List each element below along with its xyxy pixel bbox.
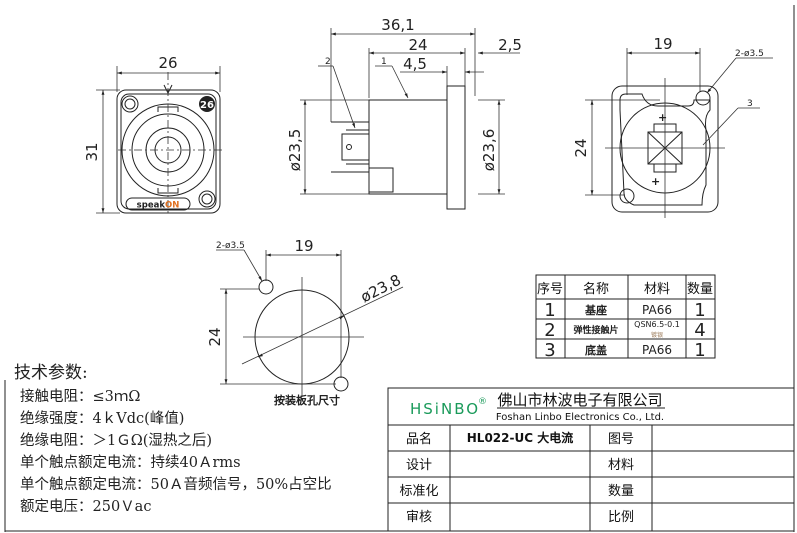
svg-text:材料: 材料 — [608, 458, 634, 473]
svg-text:PA66: PA66 — [642, 303, 672, 317]
cutout-caption: 按装板孔尺寸 — [274, 393, 340, 407]
cutout-hole-note: 2-ø3.5 — [216, 241, 245, 251]
svg-text:4: 4 — [694, 320, 705, 341]
badge-icon — [199, 96, 215, 112]
parts-row: 1 基座 PA66 1 — [544, 300, 705, 321]
svg-text:标准化: 标准化 — [399, 484, 438, 499]
svg-text:3: 3 — [544, 340, 555, 361]
tech-param-item: 单个触点额定电流：持续40Ａrms — [20, 455, 241, 471]
title-row: 标准化 数量 — [399, 484, 634, 499]
back-hole-note: 2-ø3.5 — [735, 49, 764, 59]
title-row: 品名 HL022-UC 大电流 图号 — [406, 430, 634, 447]
svg-text:序号: 序号 — [537, 282, 563, 297]
brand-text: speakON — [137, 201, 180, 211]
callout-1: 1 — [381, 57, 387, 67]
diameter-right-dim: ø23,6 — [480, 129, 498, 172]
tech-params: 技术参数: 接触电阻：≤3ｍΩ 绝缘强度：4ｋVdc(峰值) 绝缘电阻：＞1ＧΩ… — [14, 358, 332, 518]
tech-param-item: 绝缘强度：4ｋVdc(峰值) — [20, 411, 185, 427]
company-logo: HSiNBO — [410, 400, 480, 418]
callout-2: 2 — [325, 57, 331, 67]
back-spacing-y: 24 — [572, 138, 590, 157]
svg-text:镀银: 镀银 — [651, 331, 663, 339]
svg-text:QSN6.5-0.1: QSN6.5-0.1 — [634, 320, 680, 329]
svg-text:基座: 基座 — [584, 303, 607, 317]
svg-text:2: 2 — [544, 320, 555, 341]
svg-text:名称: 名称 — [583, 281, 609, 297]
flange-thickness-dim: 4,5 — [403, 55, 427, 73]
svg-text:®: ® — [478, 397, 487, 407]
svg-text:品名: 品名 — [406, 431, 432, 447]
svg-text:26: 26 — [200, 100, 214, 111]
flange-offset-dim: 2,5 — [498, 36, 522, 54]
tech-params-title: 技术参数: — [14, 363, 88, 383]
cutout-spacing-x: 19 — [294, 237, 313, 255]
svg-text:1: 1 — [694, 300, 705, 321]
svg-text:数量: 数量 — [608, 484, 634, 499]
svg-text:弹性接触片: 弹性接触片 — [573, 324, 618, 336]
front-width-dim: 26 — [158, 54, 177, 72]
diameter-left-dim: ø23,5 — [286, 129, 304, 172]
parts-header: 序号 名称 材料 数量 — [537, 281, 713, 297]
title-row: 设计 材料 — [406, 458, 634, 473]
title-block: HSiNBO ® 佛山市林波电子有限公司 Foshan Linbo Electr… — [4, 5, 795, 532]
back-view: 19 24 + + 2-ø3.5 3 — [572, 35, 773, 218]
svg-text:审核: 审核 — [406, 510, 432, 525]
tech-param-item: 单个触点额定电流：50Ａ音频信号，50%占空比 — [20, 477, 332, 493]
svg-text:底盖: 底盖 — [585, 343, 607, 357]
parts-row: 2 弹性接触片 QSN6.5-0.1 镀银 4 — [544, 320, 705, 341]
cutout-spacing-y: 24 — [206, 327, 224, 346]
company-name-cn: 佛山市林波电子有限公司 — [497, 391, 662, 409]
parts-row: 3 底盖 PA66 1 — [544, 340, 705, 361]
svg-text:PA66: PA66 — [642, 343, 672, 357]
callout-3: 3 — [747, 99, 753, 109]
tech-param-item: 接触电阻：≤3ｍΩ — [20, 389, 141, 405]
title-row: 审核 比例 — [406, 510, 634, 525]
front-height-dim: 31 — [83, 142, 101, 161]
tech-param-item: 额定电压：250Ｖac — [20, 499, 152, 515]
parts-table: 序号 名称 材料 数量 1 基座 PA66 1 2 弹性接触片 QSN6.5-0… — [535, 274, 716, 361]
svg-text:材料: 材料 — [644, 282, 670, 297]
svg-text:比例: 比例 — [608, 510, 634, 525]
svg-text:图号: 图号 — [608, 432, 634, 447]
side-view: 36,1 24 2,5 4,5 ø23,5 ø23,6 2 1 — [286, 16, 522, 210]
svg-text:设计: 设计 — [406, 458, 432, 473]
svg-text:数量: 数量 — [687, 282, 713, 297]
svg-text:+: + — [658, 111, 667, 124]
front-view: 26 31 26 speakON — [83, 54, 225, 215]
cutout-diameter: ø23,8 — [358, 271, 404, 306]
back-spacing-x: 19 — [653, 35, 672, 53]
body-length-dim: 24 — [408, 36, 427, 54]
svg-text:+: + — [651, 175, 660, 188]
svg-text:1: 1 — [544, 300, 555, 321]
total-length-dim: 36,1 — [381, 16, 414, 34]
brand-label — [125, 197, 191, 211]
svg-text:1: 1 — [694, 340, 705, 361]
product-name: HL022-UC 大电流 — [467, 430, 573, 445]
company-name-en: Foshan Linbo Electronics Co., Ltd. — [496, 412, 664, 423]
tech-param-item: 绝缘电阻：＞1ＧΩ(湿热之后) — [20, 433, 213, 449]
